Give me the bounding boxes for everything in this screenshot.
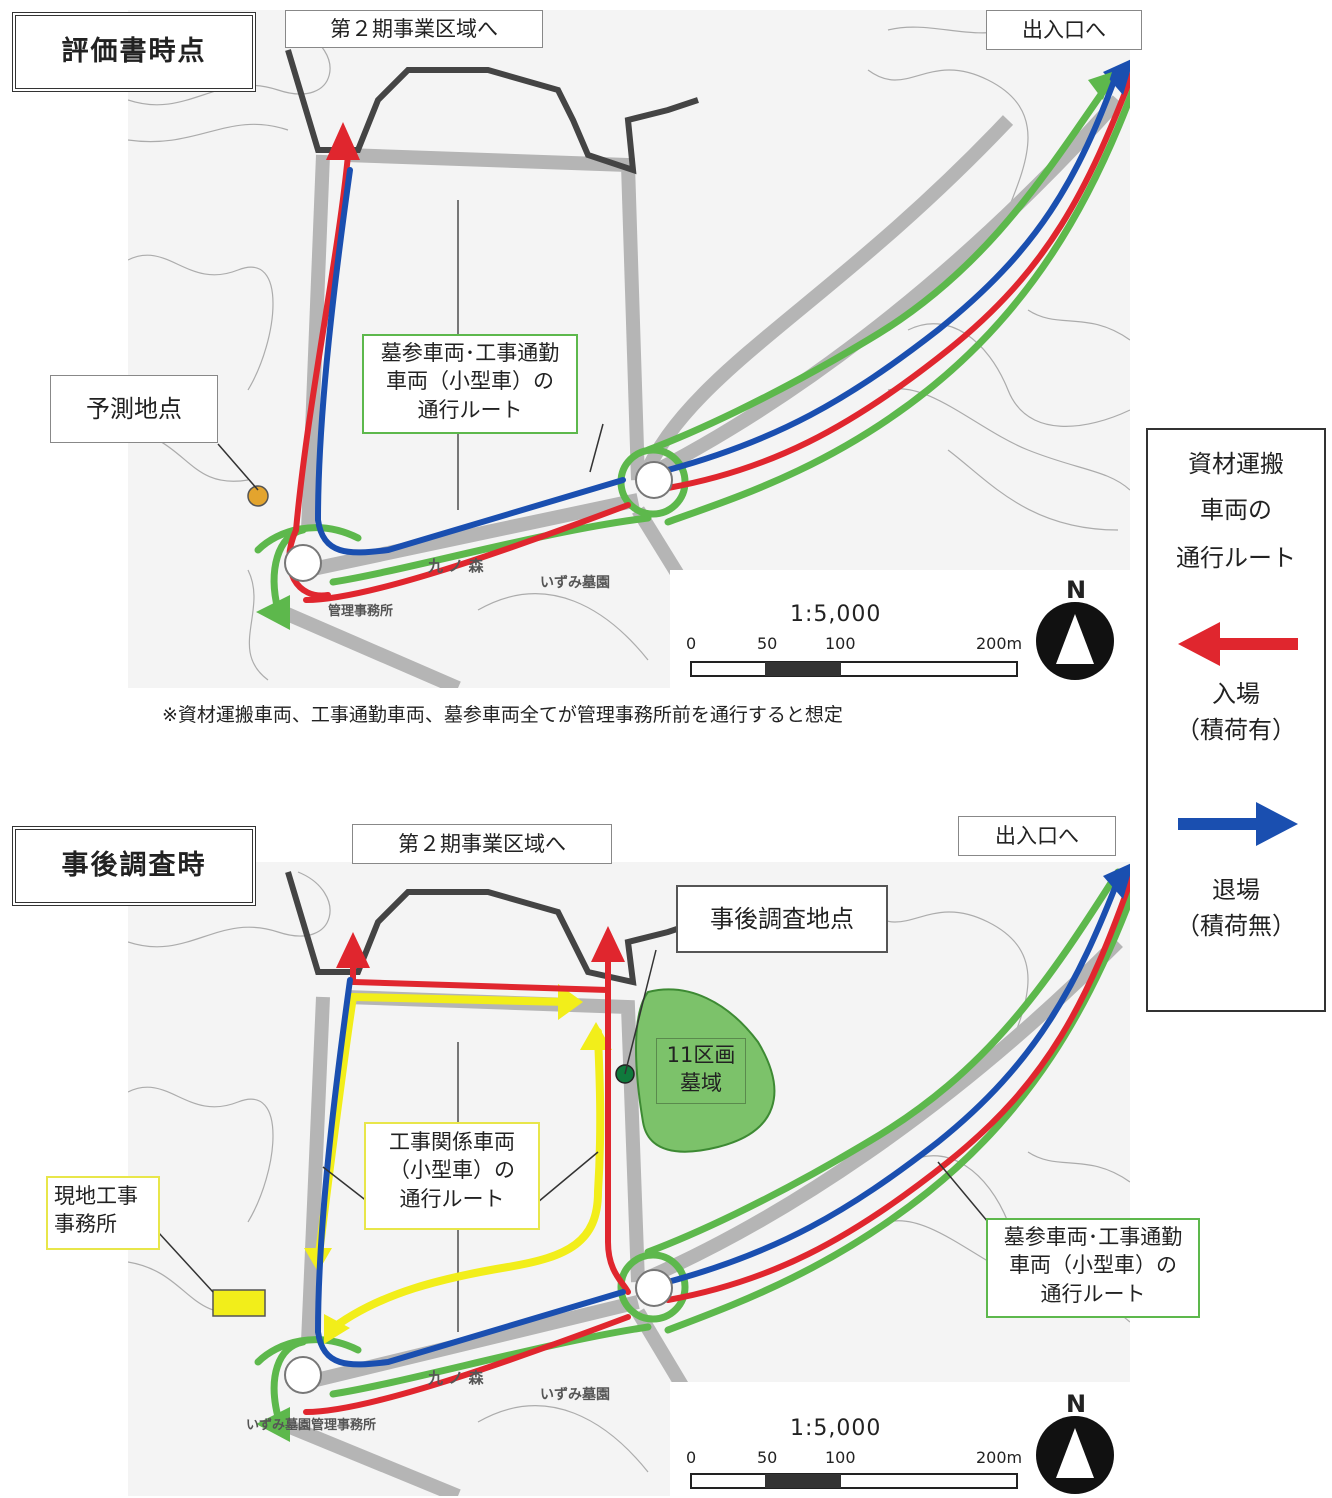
- top-map: 九 ノ 森 いずみ墓園 管理事務所: [128, 10, 1130, 688]
- bottom-map-graphics: [128, 863, 1130, 1496]
- construction-route-line2: （小型車）の: [389, 1158, 515, 1183]
- bottom-route-line2: 車両（小型車）の: [1009, 1253, 1177, 1278]
- site-office-label: 現地工事 事務所: [46, 1176, 160, 1250]
- legend-title-3: 通行ルート: [1176, 544, 1296, 572]
- bottom-route-line3: 通行ルート: [1040, 1281, 1146, 1306]
- top-note: ※資材運搬車両、工事通勤車両、墓参車両全てが管理事務所前を通行すると想定: [162, 704, 843, 726]
- top-scale-tick-0: 0: [686, 634, 697, 653]
- top-north-area-label: 第２期事業区域へ: [285, 10, 543, 48]
- top-route-line2: 車両（小型車）の: [386, 369, 554, 394]
- place-label-office: 管理事務所: [328, 604, 394, 619]
- bottom-panel-title: 事後調査時: [12, 826, 256, 906]
- site-office-line1: 現地工事: [54, 1184, 138, 1208]
- construction-route-label: 工事関係車両 （小型車）の 通行ルート: [364, 1122, 540, 1230]
- bottom-scale-tick-100: 100: [825, 1448, 856, 1467]
- grave-area-label: 11区画 墓域: [656, 1038, 746, 1104]
- top-map-graphics: [128, 26, 1130, 688]
- grave-area-line1: 11区画: [666, 1043, 736, 1067]
- top-scale-tick-100: 100: [825, 634, 856, 653]
- bottom-scale-tick-50: 50: [757, 1448, 778, 1467]
- legend-title-2: 車両の: [1200, 496, 1272, 524]
- bottom-route-line1: 墓参車両･工事通勤: [1003, 1225, 1183, 1249]
- bottom-scale-ratio: 1:5,000: [790, 1416, 882, 1441]
- top-panel-title: 評価書時点: [12, 12, 256, 92]
- legend-entry-sub: （積荷有）: [1176, 716, 1296, 744]
- grave-area-line2: 墓域: [680, 1071, 722, 1096]
- bottom-exit-label: 出入口へ: [958, 816, 1116, 856]
- top-scale-tick-50: 50: [757, 634, 778, 653]
- top-scale-ratio: 1:5,000: [790, 602, 882, 627]
- bottom-place-label-izumi: いずみ墓園: [540, 1387, 610, 1403]
- bottom-north-compass-icon: [1036, 1416, 1114, 1494]
- top-route-line3: 通行ルート: [417, 397, 523, 422]
- top-scale-tick-200: 200m: [976, 634, 1023, 653]
- bottom-map: 九 ノ 森 いずみ墓園 いずみ墓園管理事務所: [128, 862, 1130, 1496]
- bottom-scale-bar: [690, 1473, 1018, 1489]
- legend-exit-arrow-icon: [1178, 802, 1298, 846]
- bottom-north-letter: N: [1066, 1390, 1087, 1418]
- legend: 資材運搬 車両の 通行ルート 入場 （積荷有） 退場 （積荷無）: [1146, 428, 1326, 1012]
- top-north-letter: N: [1066, 576, 1087, 604]
- construction-route-line3: 通行ルート: [399, 1186, 505, 1211]
- legend-entry-label: 入場: [1212, 680, 1260, 708]
- legend-exit-sub: （積荷無）: [1176, 912, 1296, 940]
- bottom-place-label-kunomori: 九 ノ 森: [428, 1369, 484, 1387]
- legend-title-1: 資材運搬: [1188, 450, 1284, 478]
- prediction-point-label: 予測地点: [50, 375, 218, 443]
- top-north-compass-icon: [1036, 602, 1114, 680]
- top-route-line1: 墓参車両･工事通勤: [380, 341, 560, 365]
- top-scale-bar: [690, 661, 1018, 677]
- bottom-place-label-office: いずみ墓園管理事務所: [246, 1418, 377, 1433]
- bottom-route-label: 墓参車両･工事通勤 車両（小型車）の 通行ルート: [986, 1218, 1200, 1318]
- bottom-scale-tick-0: 0: [686, 1448, 697, 1467]
- construction-route-line1: 工事関係車両: [389, 1130, 515, 1154]
- top-exit-label: 出入口へ: [986, 10, 1142, 50]
- place-label-kunomori: 九 ノ 森: [428, 557, 484, 575]
- bottom-scale-tick-200: 200m: [976, 1448, 1023, 1467]
- bottom-north-area-label: 第２期事業区域へ: [352, 824, 612, 864]
- survey-point-label: 事後調査地点: [676, 885, 888, 953]
- legend-entry-arrow-icon: [1178, 622, 1298, 666]
- legend-exit-label: 退場: [1212, 876, 1260, 904]
- top-route-label: 墓参車両･工事通勤 車両（小型車）の 通行ルート: [362, 334, 578, 434]
- place-label-izumi: いずみ墓園: [540, 575, 610, 591]
- site-office-line2: 事務所: [54, 1212, 117, 1237]
